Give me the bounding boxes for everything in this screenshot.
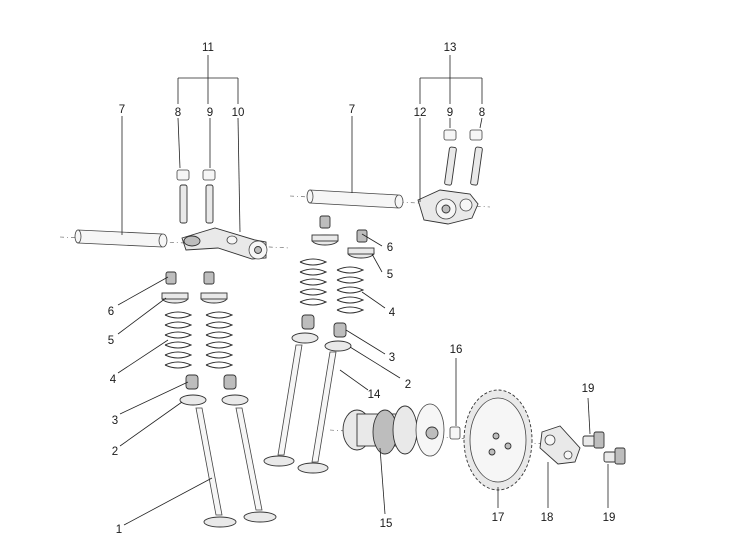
leader-lines [117,55,609,526]
callout-2-right: 2 [405,379,411,391]
spring-seats-center [291,332,352,352]
valve-springs-left [164,311,234,369]
callout-3-right: 3 [389,352,395,364]
callout-6-left: 6 [108,306,114,318]
rocker-arm-left [181,227,268,260]
center-valve-assembly [263,189,491,474]
callout-14: 14 [368,389,381,401]
bolts [582,431,626,465]
left-valve-assembly [59,169,291,528]
valves-center [263,344,337,474]
callout-10: 10 [232,107,245,119]
valve-collets-center [319,215,368,243]
cam-sprocket [463,389,533,491]
valve-collets-left [165,271,215,285]
callout-16: 16 [450,344,463,356]
callout-15: 15 [380,518,393,530]
callout-9-right: 9 [447,107,453,119]
callout-17: 17 [492,512,505,524]
callout-7-right: 7 [349,104,355,116]
callout-9-left: 9 [207,107,213,119]
callout-11: 11 [202,42,214,54]
callout-1: 1 [116,524,122,536]
valve-seals-center [301,314,347,338]
retaining-plate [539,425,581,465]
spring-retainers-center [311,234,375,259]
callout-5-left: 5 [108,335,114,347]
callout-labels: 11 13 8 9 10 7 7 12 9 8 6 5 4 3 2 1 6 5 … [108,42,616,536]
spring-seats-left [179,394,249,406]
callout-2-left: 2 [112,446,118,458]
callout-12: 12 [414,107,427,119]
callout-19-bottom: 19 [603,512,616,524]
callout-7-left: 7 [119,104,125,116]
callout-3-left: 3 [112,415,118,427]
callout-5-right: 5 [387,269,393,281]
rocker-arm-right [417,129,483,225]
callout-13: 13 [444,42,457,54]
rocker-shaft-left [59,229,291,249]
callout-18: 18 [541,512,554,524]
callout-19-top: 19 [582,383,595,395]
spring-retainers-left [161,292,228,304]
valve-seals-left [185,374,237,390]
callout-4-left: 4 [110,374,117,386]
valves-left [195,407,277,528]
adjuster-screws-left [176,169,216,224]
callout-4-right: 4 [389,307,396,319]
valve-springs-center [299,258,365,314]
callout-6-right: 6 [387,242,393,254]
callout-8-right: 8 [479,107,485,119]
camshaft [329,403,561,457]
callout-8-left: 8 [175,107,181,119]
